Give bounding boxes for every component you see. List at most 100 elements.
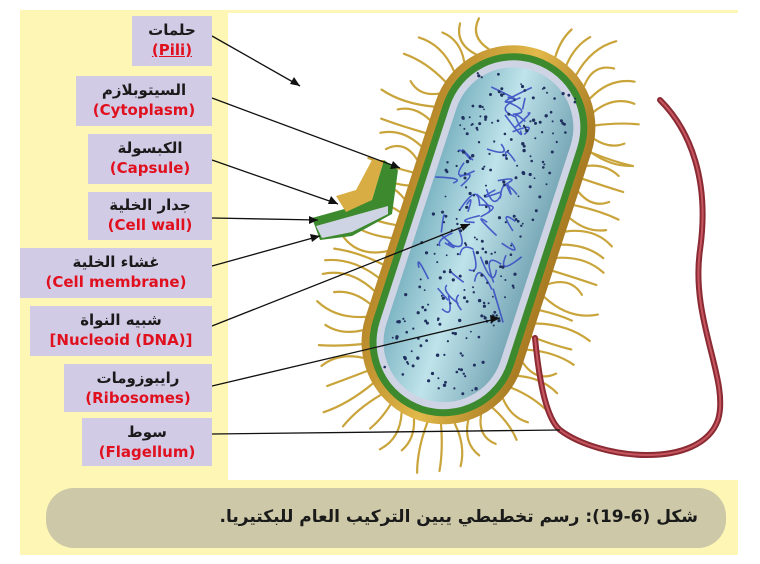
ribosome-dot — [482, 167, 485, 170]
ribosome-dot — [458, 319, 461, 322]
ribosome-dot — [497, 319, 500, 322]
ribosome-dot — [452, 332, 455, 335]
label-cell-membrane-ar: غشاء الخلية — [20, 252, 212, 272]
ribosome-dot — [491, 122, 493, 124]
ribosome-dot — [484, 118, 487, 121]
ribosome-dot — [482, 248, 485, 251]
ribosome-dot — [517, 220, 520, 223]
ribosome-dot — [478, 141, 480, 143]
ribosome-dot — [463, 128, 465, 130]
ribosome-dot — [482, 106, 484, 108]
pilus-hair — [404, 54, 445, 82]
ribosome-dot — [515, 218, 518, 221]
ribosome-dot — [542, 166, 545, 169]
ribosome-dot — [543, 163, 545, 165]
ribosome-dot — [445, 169, 448, 172]
ribosome-dot — [477, 72, 479, 74]
ribosome-dot — [425, 251, 428, 254]
ribosome-dot — [412, 328, 414, 330]
ribosome-dot — [459, 229, 462, 232]
ribosome-dot — [476, 129, 478, 131]
ribosome-dot — [446, 161, 448, 163]
ribosome-dot — [502, 180, 505, 183]
ribosome-dot — [505, 221, 507, 223]
label-pili-ar: حلمات — [132, 20, 212, 40]
ribosome-dot — [463, 289, 465, 291]
pilus-hair — [549, 282, 582, 295]
ribosome-dot — [546, 183, 548, 185]
ribosome-dot — [447, 340, 449, 342]
ribosome-dot — [484, 195, 486, 197]
ribosome-dot — [529, 185, 532, 188]
label-flagellum-ar: سوط — [82, 422, 212, 442]
ribosome-dot — [534, 122, 537, 125]
ribosome-dot — [472, 286, 474, 288]
ribosome-dot — [486, 282, 488, 284]
ribosome-dot — [438, 387, 440, 389]
pilus-hair — [327, 371, 367, 386]
ribosome-dot — [529, 120, 531, 122]
ribosome-dot — [459, 124, 461, 126]
ribosome-dot — [437, 244, 439, 246]
ribosome-dot — [402, 318, 404, 320]
label-nucleoid: شبيه النواة [Nucleoid (DNA)] — [30, 306, 212, 356]
ribosome-dot — [518, 195, 520, 197]
ribosome-dot — [493, 311, 496, 314]
ribosome-dot — [489, 169, 492, 172]
ribosome-dot — [500, 87, 503, 90]
ribosome-dot — [459, 275, 462, 278]
ribosome-dot — [464, 172, 467, 175]
ribosome-dot — [521, 142, 524, 145]
pilus-hair — [536, 324, 590, 342]
ribosome-dot — [507, 113, 510, 116]
label-ribosomes: رايبوزومات (Ribosomes) — [64, 364, 212, 412]
ribosome-dot — [562, 92, 565, 95]
ribosome-dot — [497, 120, 500, 123]
ribosome-dot — [574, 98, 576, 100]
pilus-hair — [402, 419, 414, 451]
ribosome-dot — [453, 387, 455, 389]
ribosome-dot — [522, 171, 525, 174]
ribosome-dot — [483, 109, 485, 111]
ribosome-dot — [438, 323, 441, 326]
ribosome-dot — [535, 209, 538, 212]
ribosome-dot — [465, 206, 468, 209]
ribosome-dot — [427, 379, 430, 382]
ribosome-dot — [473, 270, 475, 272]
ribosome-dot — [501, 266, 504, 269]
label-cytoplasm: السيتوبلازم (Cytoplasm) — [76, 76, 212, 126]
ribosome-dot — [504, 296, 506, 298]
leader-capsule — [212, 160, 338, 204]
ribosome-dot — [479, 105, 482, 108]
ribosome-dot — [465, 186, 467, 188]
ribosome-dot — [514, 99, 516, 101]
ribosome-dot — [456, 371, 459, 374]
pilus-hair — [557, 258, 603, 273]
ribosome-dot — [525, 128, 527, 130]
ribosome-dot — [443, 221, 445, 223]
ribosome-dot — [457, 253, 459, 255]
ribosome-dot — [466, 337, 468, 339]
pilus-hair — [570, 218, 606, 230]
pilus-hair — [476, 18, 489, 49]
label-nucleoid-ar: شبيه النواة — [30, 310, 212, 330]
ribosome-dot — [421, 306, 424, 309]
ribosome-dot — [485, 251, 488, 254]
ribosome-dot — [521, 85, 524, 88]
ribosome-dot — [443, 384, 446, 387]
ribosome-dot — [529, 173, 532, 176]
pilus-hair — [319, 344, 362, 346]
label-cytoplasm-ar: السيتوبلازم — [76, 80, 212, 100]
ribosome-dot — [392, 337, 394, 339]
ribosome-dot — [436, 261, 438, 263]
ribosome-dot — [443, 270, 446, 273]
ribosome-dot — [506, 155, 508, 157]
pilus-hair — [579, 192, 610, 204]
ribosome-dot — [411, 350, 413, 352]
ribosome-dot — [493, 325, 495, 327]
ribosome-dot — [516, 165, 518, 167]
ribosome-dot — [498, 216, 501, 219]
ribosome-dot — [441, 295, 443, 297]
ribosome-dot — [483, 305, 486, 308]
ribosome-dot — [395, 335, 398, 338]
